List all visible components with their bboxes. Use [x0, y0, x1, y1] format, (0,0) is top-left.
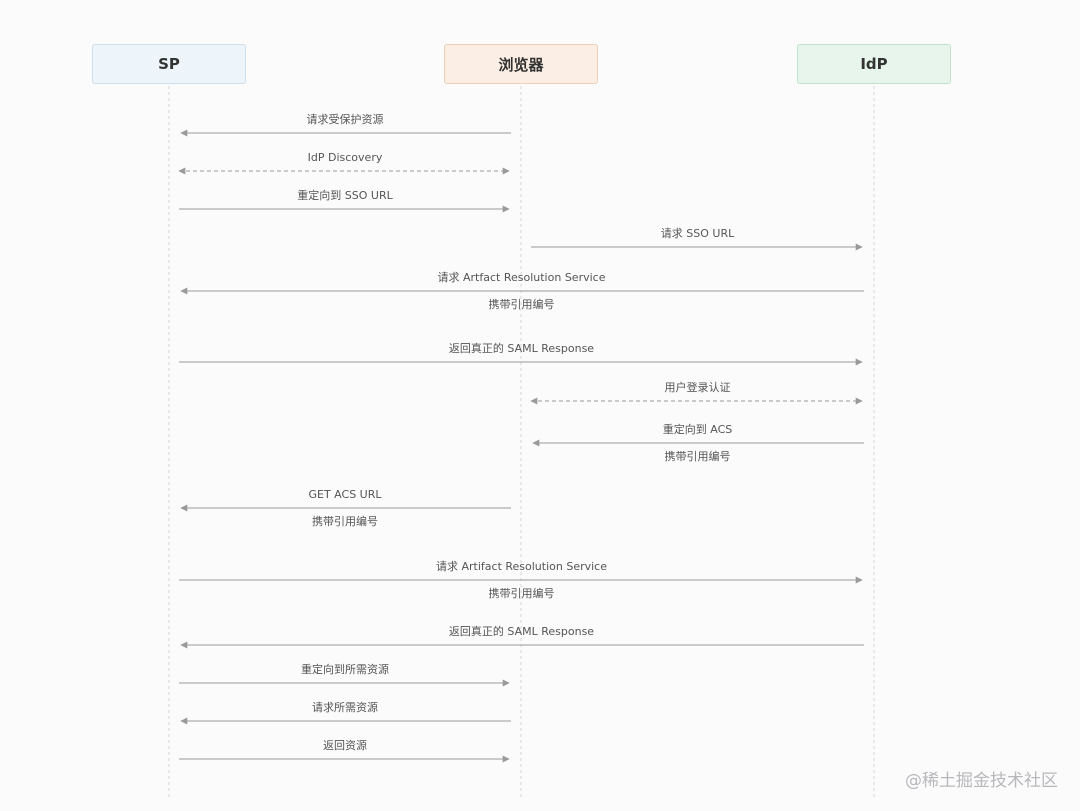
- message-label-7: 用户登录认证: [664, 381, 731, 394]
- message-label-1: 请求受保护资源: [306, 113, 384, 126]
- message-sublabel-5: 携带引用编号: [488, 298, 555, 311]
- message-label-3: 重定向到 SSO URL: [297, 189, 393, 202]
- message-sublabel-8: 携带引用编号: [664, 450, 731, 463]
- message-label-10: 请求 Artifact Resolution Service: [435, 560, 608, 573]
- message-label-12: 重定向到所需资源: [301, 663, 389, 676]
- message-label-2: IdP Discovery: [307, 151, 383, 164]
- message-sublabel-9: 携带引用编号: [312, 515, 378, 528]
- message-sublabel-10: 携带引用编号: [488, 587, 555, 600]
- message-label-9: GET ACS URL: [308, 488, 382, 501]
- actor-sp: SP: [92, 44, 246, 84]
- message-label-4: 请求 SSO URL: [660, 227, 735, 240]
- message-label-11: 返回真正的 SAML Response: [448, 625, 595, 638]
- message-label-5: 请求 Artfact Resolution Service: [437, 271, 606, 284]
- actor-browser-label: 浏览器: [498, 55, 544, 74]
- message-label-6: 返回真正的 SAML Response: [448, 342, 595, 355]
- actor-idp: IdP: [797, 44, 951, 84]
- actor-idp-label: IdP: [860, 55, 888, 73]
- message-label-13: 请求所需资源: [312, 701, 378, 714]
- message-label-8: 重定向到 ACS: [662, 423, 733, 436]
- actor-browser: 浏览器: [444, 44, 598, 84]
- message-label-14: 返回资源: [323, 739, 367, 752]
- watermark: @稀土掘金技术社区: [905, 771, 1058, 791]
- actor-sp-label: SP: [158, 55, 180, 73]
